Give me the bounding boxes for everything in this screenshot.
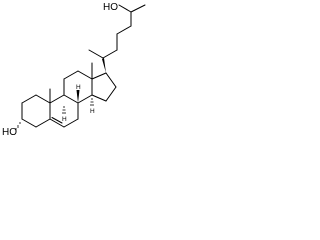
hydrogen-label-c14: H: [90, 108, 95, 115]
ring-c: [63, 70, 93, 104]
side-chain: [88, 4, 146, 73]
ring-a: [21, 94, 51, 128]
hashed-bond-c3-oh: [15, 122, 21, 132]
hydrogen-label-c9: H: [62, 116, 67, 123]
hydroxyl-label-top: HO: [103, 2, 118, 13]
double-bond-c5-c6: [51, 117, 63, 124]
ring-d: [91, 72, 117, 102]
wedge-bond-c17-c20: [102, 58, 106, 73]
structure-diagram: HO HO H H H: [2, 2, 146, 138]
stereo-hydrogens: [62, 90, 94, 114]
angular-methyls: [49, 62, 93, 104]
ring-b: [49, 94, 79, 128]
wedge-bond-c8-h: [76, 90, 80, 103]
hydroxyl-label-left: HO: [2, 127, 17, 138]
hydrogen-label-c8: H: [76, 84, 81, 91]
